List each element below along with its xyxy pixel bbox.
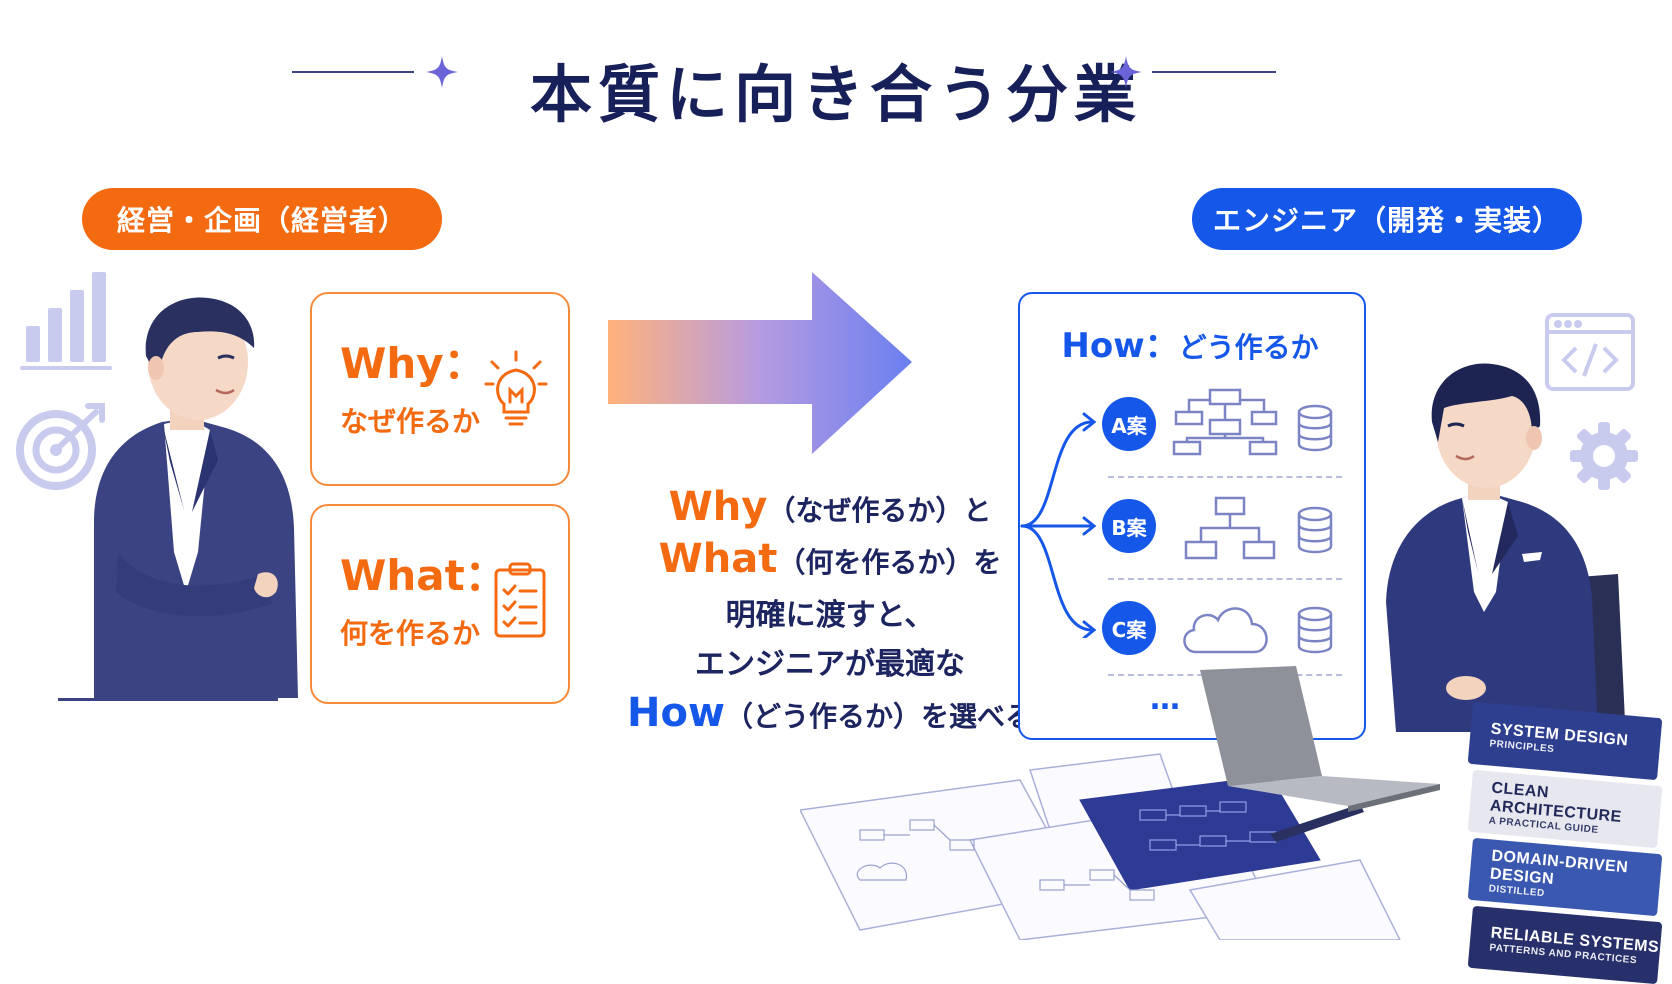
divider	[1108, 476, 1342, 478]
management-label: 経営・企画（経営者）	[82, 188, 442, 250]
flowchart-icon	[1182, 494, 1278, 566]
engineer-label: エンジニア（開発・実装）	[1192, 188, 1582, 250]
sparkle-icon	[424, 54, 460, 94]
sparkle-icon	[1108, 54, 1144, 94]
why-card: Why： なぜ作るか	[310, 292, 570, 486]
title-left-line	[292, 71, 414, 73]
target-icon	[14, 398, 110, 498]
book: CLEAN ARCHITECTURE A PRACTICAL GUIDE	[1467, 769, 1663, 849]
book: SYSTEM DESIGN PRINCIPLES	[1467, 701, 1663, 781]
design-documents	[798, 740, 1500, 944]
gear-icon	[1568, 420, 1640, 496]
manager-illustration	[58, 292, 308, 708]
divider	[1108, 578, 1342, 580]
what-keyword: What	[658, 536, 778, 582]
explanation-text: Why（なぜ作るか）と What（何を作るか）を 明確に渡すと、 エンジニアが最…	[600, 484, 1060, 742]
why-keyword: Why	[668, 484, 768, 530]
explanation-line-1: Why（なぜ作るか）と	[668, 484, 992, 530]
more-options: …	[1150, 682, 1180, 717]
title-right-line	[1152, 71, 1276, 73]
option-c-badge: C案	[1102, 601, 1156, 655]
why-heading: Why：	[340, 339, 486, 388]
option-b-badge: B案	[1102, 499, 1156, 553]
checklist-icon	[492, 560, 548, 644]
flowchart-icon	[1170, 386, 1282, 462]
lightbulb-icon	[484, 350, 548, 434]
why-subtext: なぜ作るか	[340, 405, 481, 438]
what-card: What： 何を作るか	[310, 504, 570, 704]
option-a-badge: A案	[1102, 397, 1156, 451]
how-heading: How：どう作るか	[1061, 326, 1319, 366]
code-window-icon	[1544, 312, 1636, 396]
how-keyword: How	[627, 690, 725, 736]
book: RELIABLE SYSTEMS PATTERNS AND PRACTICES	[1467, 905, 1663, 984]
explanation-line-2: What（何を作るか）を	[658, 536, 1002, 582]
flow-arrow	[606, 270, 916, 460]
bar-chart-icon	[18, 268, 114, 376]
cloud-icon	[1178, 598, 1274, 662]
database-icon	[1296, 506, 1334, 558]
how-box	[1018, 292, 1366, 740]
database-icon	[1296, 606, 1334, 658]
database-icon	[1296, 404, 1334, 456]
what-subtext: 何を作るか	[340, 617, 481, 650]
explanation-line-5: How（どう作るか）を選べる	[627, 690, 1033, 736]
page-title: 本質に向き合う分業	[529, 58, 1142, 131]
engineer-illustration	[1336, 352, 1636, 756]
explanation-line-4: エンジニアが最適な	[695, 647, 965, 682]
book: DOMAIN-DRIVEN DESIGN DISTILLED	[1467, 837, 1663, 917]
branch-arrows	[1018, 408, 1102, 642]
book-stack: SYSTEM DESIGN PRINCIPLES CLEAN ARCHITECT…	[1467, 701, 1672, 984]
what-heading: What：	[340, 551, 507, 600]
explanation-line-3: 明確に渡すと、	[725, 598, 935, 633]
laptop	[1178, 666, 1458, 820]
